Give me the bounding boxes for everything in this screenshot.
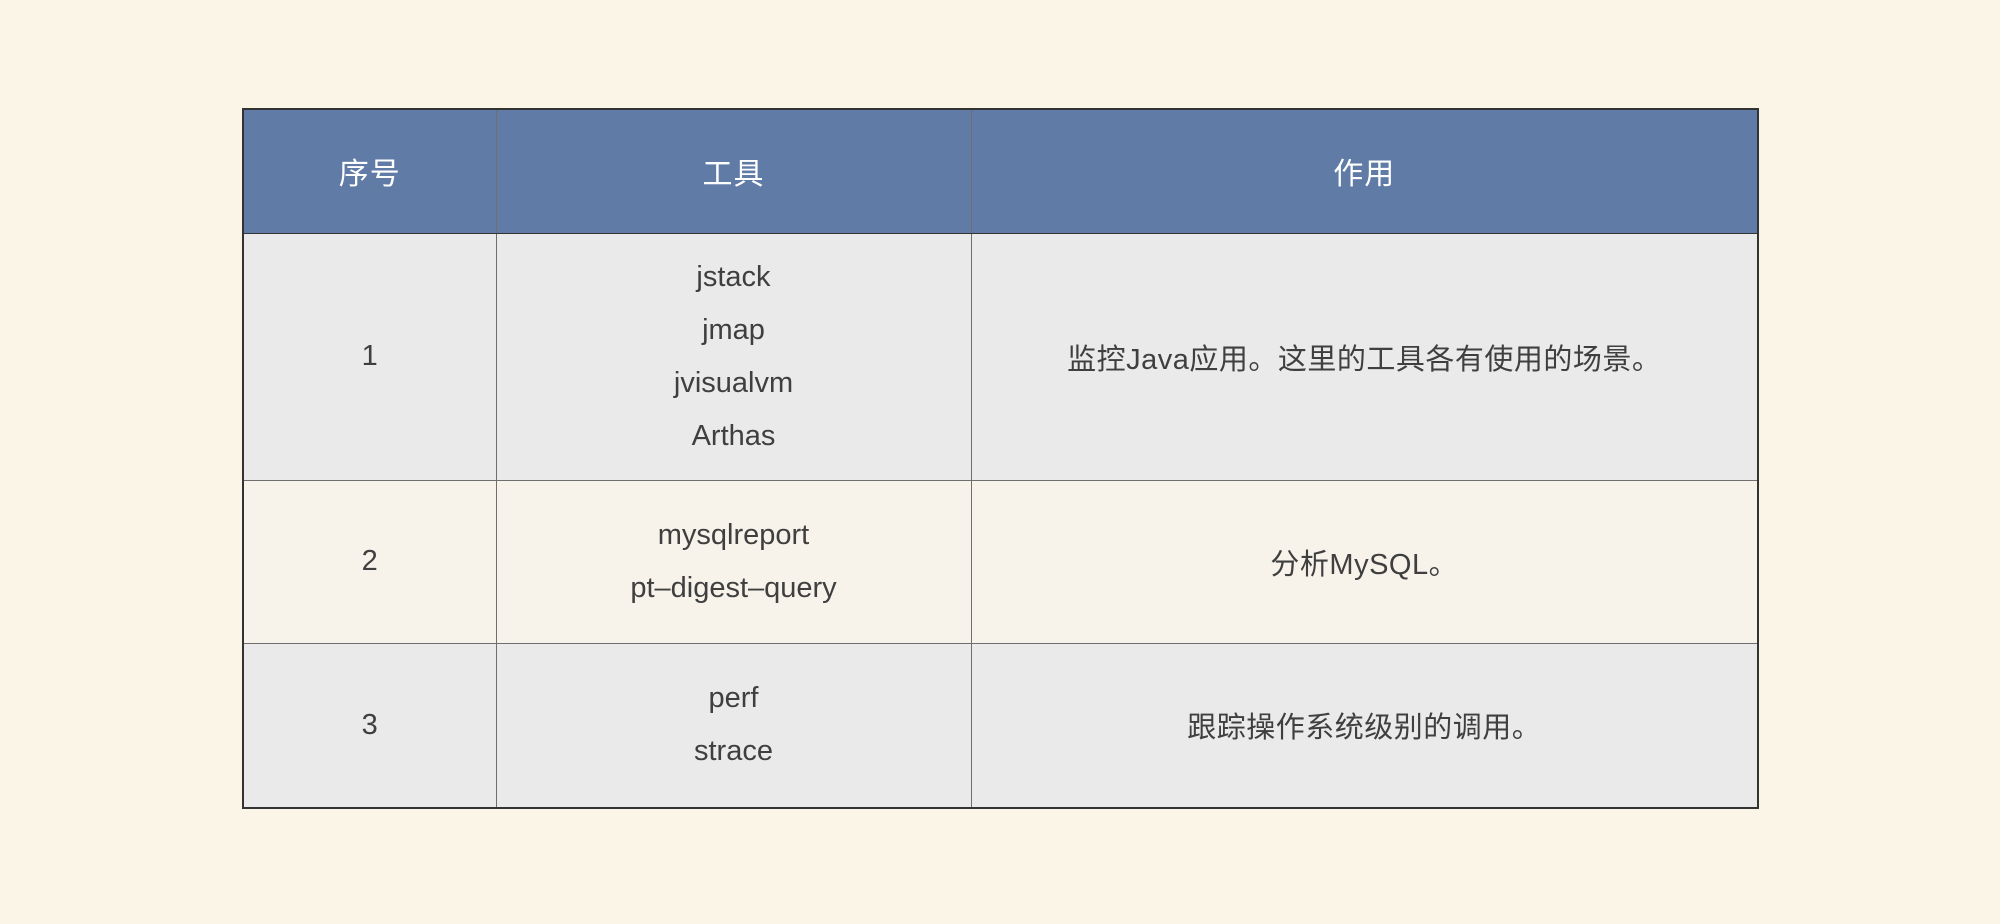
cell-purpose: 分析MySQL。: [970, 479, 1759, 644]
column-header-purpose: 作用: [970, 108, 1759, 234]
cell-index: 1: [242, 232, 497, 481]
header-row: 序号 工具 作用: [242, 108, 1759, 234]
tools-table: 序号 工具 作用 1 jstack jmap jvisualvm Arthas …: [242, 108, 1759, 809]
table-row: 2 mysqlreport pt–digest–query 分析MySQL。: [242, 479, 1759, 644]
cell-purpose: 监控Java应用。这里的工具各有使用的场景。: [970, 232, 1759, 481]
cell-tools: perf strace: [495, 642, 972, 809]
cell-tools: jstack jmap jvisualvm Arthas: [495, 232, 972, 481]
table-row: 3 perf strace 跟踪操作系统级别的调用。: [242, 642, 1759, 809]
cell-tools: mysqlreport pt–digest–query: [495, 479, 972, 644]
column-header-index: 序号: [242, 108, 497, 234]
cell-index: 2: [242, 479, 497, 644]
cell-purpose: 跟踪操作系统级别的调用。: [970, 642, 1759, 809]
cell-index: 3: [242, 642, 497, 809]
column-header-tool: 工具: [495, 108, 972, 234]
table-row: 1 jstack jmap jvisualvm Arthas 监控Java应用。…: [242, 232, 1759, 481]
